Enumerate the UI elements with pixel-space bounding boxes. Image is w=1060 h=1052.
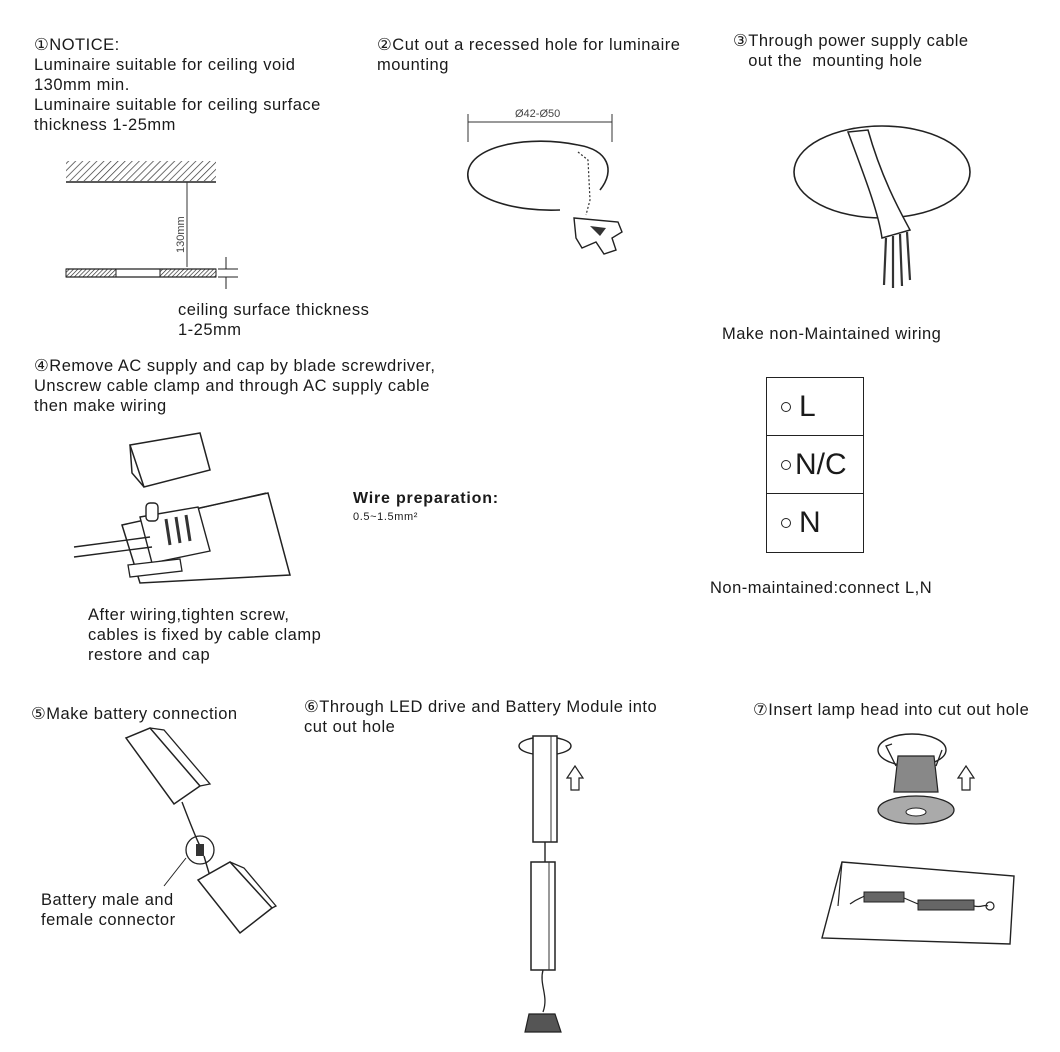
- step6-line: ⑥Through LED drive and Battery Module in…: [304, 698, 658, 716]
- spring-clip-right: [935, 749, 943, 767]
- battery-module: [530, 861, 556, 971]
- cut-hole-diagram: Ø42-Ø50: [467, 108, 623, 255]
- step6-text: ⑥Through LED drive and Battery Module in…: [304, 697, 657, 737]
- connector-highlight-circle: [185, 835, 215, 865]
- void-dimension-label: 130mm: [175, 216, 187, 253]
- saw-handle-grip: [590, 226, 606, 236]
- step5-line: ⑤Make battery connection: [31, 705, 238, 723]
- caption-leader-line: [163, 857, 187, 887]
- step3-line: ③Through power supply cable: [733, 32, 969, 50]
- lamp-head-body: [893, 755, 939, 793]
- battery-connection-diagram: [124, 727, 278, 935]
- step1-line: Luminaire suitable for ceiling surface: [34, 96, 321, 114]
- step1-line: ①NOTICE:: [34, 36, 120, 54]
- step2-line: ②Cut out a recessed hole for luminaire: [377, 36, 681, 54]
- step4-line: then make wiring: [34, 397, 167, 415]
- terminal-label: N: [799, 506, 821, 539]
- step4-after-text: After wiring,tighten screw, cables is fi…: [88, 605, 321, 665]
- saw-blade: [577, 151, 591, 216]
- terminal-screw-icon: [781, 401, 791, 412]
- step2-text: ②Cut out a recessed hole for luminaire m…: [377, 35, 680, 75]
- up-arrow-icon: [956, 764, 976, 791]
- wiring-mode-note: Non-maintained:connect L,N: [710, 579, 933, 597]
- terminal-row-nc: N/C: [767, 436, 863, 494]
- ceiling-slab-hatch: [66, 161, 216, 181]
- step4-after-line: restore and cap: [88, 646, 211, 664]
- spring-clip-left: [885, 743, 897, 767]
- thickness-caption-line: ceiling surface thickness: [178, 301, 370, 319]
- insert-lamp-head-diagram: [821, 733, 1015, 945]
- led-driver-side: [149, 727, 212, 787]
- panel-cable: [849, 895, 989, 908]
- terminal-row-l: L: [767, 378, 863, 436]
- terminal-cap: [129, 432, 211, 488]
- step7-text: ⑦Insert lamp head into cut out hole: [753, 700, 1029, 720]
- saw-handle: [573, 217, 623, 255]
- lamp-cable: [541, 969, 546, 1013]
- ceiling-board-right: [159, 268, 217, 278]
- step1-line: Luminaire suitable for ceiling void: [34, 56, 296, 74]
- supply-cable: [846, 129, 912, 239]
- step5-text: ⑤Make battery connection: [31, 704, 238, 724]
- wire-preparation-title: Wire preparation:: [353, 490, 499, 507]
- cut-hole-edge: [577, 144, 609, 191]
- step6-line: cut out hole: [304, 718, 396, 736]
- terminal-screw-icon: [781, 459, 791, 470]
- step5-caption: Battery male and female connector: [41, 890, 176, 930]
- ceiling-board-left: [65, 268, 117, 278]
- step3-text: ③Through power supply cable out the moun…: [733, 31, 969, 71]
- cable-wires: [882, 231, 912, 288]
- terminal-screw-icon: [781, 518, 791, 528]
- battery-on-panel: [917, 899, 975, 911]
- driver-wiring-diagram: [73, 432, 291, 584]
- driver-on-panel: [863, 891, 905, 903]
- terminal-cap-side: [129, 444, 145, 488]
- step2-line: mounting: [377, 56, 449, 74]
- step4-after-line: cables is fixed by cable clamp: [88, 626, 322, 644]
- step5-caption-line: female connector: [41, 911, 176, 929]
- wire-preparation-spec: 0.5~1.5mm²: [353, 511, 418, 523]
- cable-through-hole-diagram: [793, 125, 971, 288]
- ceiling-panel-edge: [837, 861, 843, 907]
- terminal-block: L N/C N: [766, 377, 864, 553]
- cable-clamp: [127, 558, 183, 578]
- lamp-lens: [905, 807, 927, 817]
- up-arrow-icon: [565, 764, 585, 791]
- step7-line: ⑦Insert lamp head into cut out hole: [753, 701, 1030, 719]
- terminal-label: N/C: [795, 447, 847, 481]
- terminal-row-n: N: [767, 494, 863, 552]
- battery-module-side: [229, 861, 278, 909]
- thickness-caption: ceiling surface thickness 1-25mm: [178, 300, 369, 340]
- step3-line: out the mounting hole: [733, 52, 923, 70]
- step4-after-line: After wiring,tighten screw,: [88, 606, 290, 624]
- ac-cable-lower: [73, 546, 153, 558]
- terminal-screws: [164, 514, 192, 546]
- ceiling-void-diagram: 130mm: [65, 161, 238, 289]
- step1-line: 130mm min.: [34, 76, 130, 94]
- male-connector-cable: [181, 801, 201, 847]
- step4-text: ④Remove AC supply and cap by blade screw…: [34, 356, 435, 416]
- lamp-head-icon: [524, 1013, 562, 1033]
- step4-line: ④Remove AC supply and cap by blade screw…: [34, 357, 436, 375]
- step1-notice: ①NOTICE: Luminaire suitable for ceiling …: [34, 35, 321, 135]
- diameter-label: Ø42-Ø50: [515, 108, 560, 120]
- step4-line: Unscrew cable clamp and through AC suppl…: [34, 377, 430, 395]
- terminal-label: L: [799, 389, 816, 423]
- insert-modules-diagram: [518, 735, 585, 1033]
- step1-line: thickness 1-25mm: [34, 116, 176, 134]
- screw-head: [145, 502, 159, 522]
- cut-hole-outline: [467, 140, 579, 212]
- led-driver-module: [532, 735, 558, 843]
- step5-caption-line: Battery male and: [41, 891, 174, 909]
- led-driver-module: [124, 727, 202, 806]
- connector-plug: [196, 844, 204, 856]
- cable-end-icon: [985, 901, 995, 911]
- wiring-mode-title: Make non-Maintained wiring: [722, 325, 942, 343]
- thickness-caption-line: 1-25mm: [178, 321, 242, 339]
- ac-cable-upper: [73, 536, 151, 548]
